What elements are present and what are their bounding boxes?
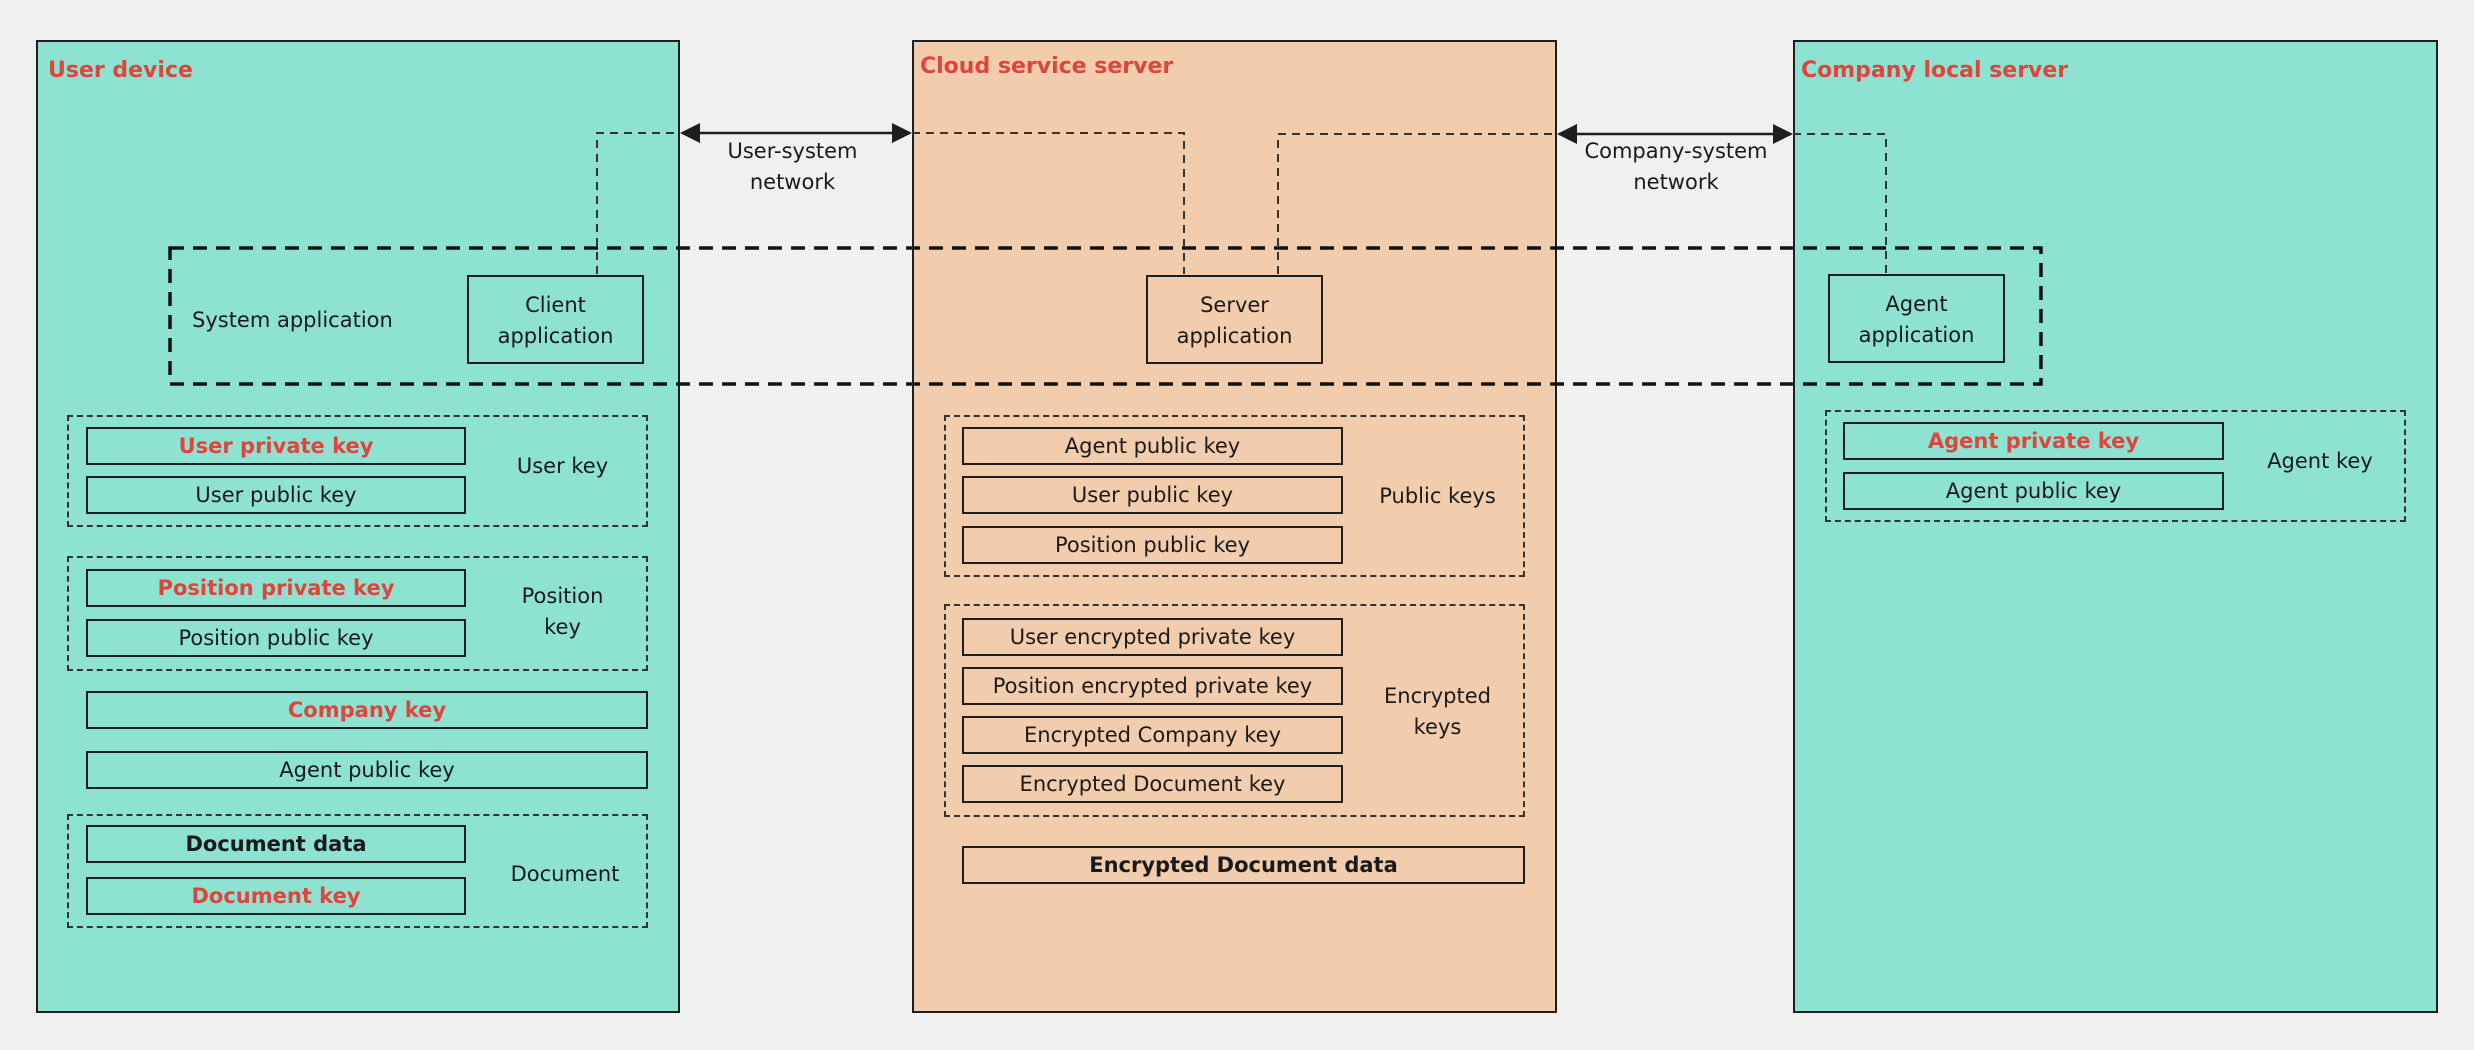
position-key-label: Position key (521, 584, 604, 639)
company-server-title: Company local server (1801, 58, 2069, 83)
agent-key-group (1825, 410, 2406, 522)
position-encrypted-private-key-box: Position encrypted private key (962, 667, 1343, 705)
cloud-user-public-key-box: User public key (962, 476, 1343, 514)
client-application-box: Client application (467, 275, 644, 364)
user-encrypted-private-key-box: User encrypted private key (962, 618, 1343, 656)
position-public-key-box: Position public key (86, 619, 466, 657)
user-public-key-box: User public key (86, 476, 466, 514)
user-key-group (67, 415, 648, 527)
user-system-network-label: User-system network (727, 139, 858, 194)
public-keys-group (944, 415, 1525, 577)
document-data-box: Document data (86, 825, 466, 863)
cloud-agent-public-key-box: Agent public key (962, 427, 1343, 465)
document-group (67, 814, 648, 928)
agent-public-key-box-user: Agent public key (86, 751, 648, 789)
user-device-title: User device (48, 58, 193, 83)
user-private-key-box: User private key (86, 427, 466, 465)
document-key-box: Document key (86, 877, 466, 915)
user-key-label: User key (516, 454, 609, 478)
encrypted-keys-label: Encrypted keys (1384, 684, 1491, 739)
position-private-key-box: Position private key (86, 569, 466, 607)
cloud-server-title: Cloud service server (920, 54, 1174, 79)
encrypted-company-key-box: Encrypted Company key (962, 716, 1343, 754)
encrypted-keys-group (944, 604, 1525, 817)
position-key-group (67, 556, 648, 671)
company-system-network-label: Company-system network (1584, 139, 1768, 194)
server-application-box: Server application (1146, 275, 1323, 364)
document-label: Document (510, 862, 620, 886)
agent-application-box: Agent application (1828, 274, 2005, 363)
company-server-zone: Company local server (1793, 40, 2438, 1013)
agent-key-label: Agent key (2267, 449, 2373, 473)
encrypted-document-data-box: Encrypted Document data (962, 846, 1525, 884)
company-key-box: Company key (86, 691, 648, 729)
encrypted-document-key-box: Encrypted Document key (962, 765, 1343, 803)
agent-public-key-box-company: Agent public key (1843, 472, 2224, 510)
public-keys-label: Public keys (1379, 484, 1496, 508)
cloud-position-public-key-box: Position public key (962, 526, 1343, 564)
agent-private-key-box: Agent private key (1843, 422, 2224, 460)
system-application-label: System application (192, 308, 393, 332)
